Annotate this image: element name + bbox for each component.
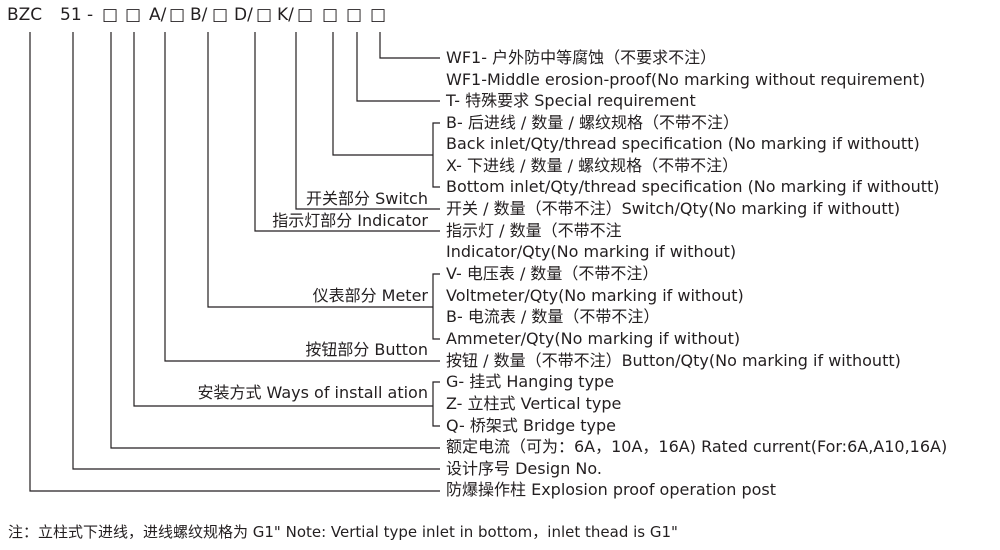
desc-vertical: Z- 立柱式 Vertical type xyxy=(446,394,622,413)
code-box-inlet: □ xyxy=(322,5,339,25)
code-box-meter: □ xyxy=(212,5,229,25)
line-explosion xyxy=(29,32,440,492)
desc-wf1-cn: WF1- 户外防中等腐蚀（不要求不注） xyxy=(446,48,717,67)
code-number: 51 xyxy=(60,5,82,25)
desc-rated-current: 额定电流（可为：6A，10A，16A) Rated current(For:6A… xyxy=(446,437,948,456)
group-label-switch: 开关部分 Switch xyxy=(306,189,428,208)
code-a-slash: A/ xyxy=(149,5,167,25)
desc-indicator-en: Indicator/Qty(No marking if without) xyxy=(446,242,737,261)
desc-bottom-inlet-en: Bottom inlet/Qty/thread specification (N… xyxy=(446,177,940,196)
line-wf1 xyxy=(379,32,440,59)
desc-bridge: Q- 桥架式 Bridge type xyxy=(446,416,616,435)
code-box-indicator: □ xyxy=(256,5,273,25)
bracket-meter xyxy=(432,273,440,340)
desc-wf1-en: WF1-Middle erosion-proof(No marking with… xyxy=(446,70,926,89)
code-b-slash: B/ xyxy=(190,5,208,25)
desc-back-inlet-en: Back inlet/Qty/thread specification (No … xyxy=(446,134,920,153)
group-label-meter: 仪表部分 Meter xyxy=(312,286,428,305)
line-t xyxy=(356,32,440,102)
code-box-current: □ xyxy=(102,5,119,25)
line-rated xyxy=(110,32,440,449)
desc-ammeter-en: Ammeter/Qty(No marking if without) xyxy=(446,329,741,348)
code-box-special: □ xyxy=(346,5,363,25)
bracket-install xyxy=(432,381,440,427)
code-box-wf1: □ xyxy=(370,5,387,25)
line-meter xyxy=(207,32,433,308)
desc-design-no: 设计序号 Design No. xyxy=(446,459,602,478)
code-box-button: □ xyxy=(169,5,186,25)
group-label-button: 按钮部分 Button xyxy=(305,340,428,359)
line-install xyxy=(133,32,433,407)
group-label-install: 安装方式 Ways of install ation xyxy=(197,383,428,402)
group-label-indicator: 指示灯部分 Indicator xyxy=(272,211,428,230)
line-indicator xyxy=(254,32,440,232)
desc-hanging: G- 挂式 Hanging type xyxy=(446,372,615,391)
line-button xyxy=(164,32,440,362)
desc-back-inlet-cn: B- 后进线 / 数量 / 螺纹规格（不带不注） xyxy=(446,113,739,132)
desc-voltmeter-en: Voltmeter/Qty(No marking if without) xyxy=(446,286,744,305)
line-design xyxy=(72,32,440,470)
line-inlet xyxy=(332,32,433,156)
desc-bottom-inlet-cn: X- 下进线 / 数量 / 螺纹规格（不带不注） xyxy=(446,156,739,175)
desc-ammeter-cn: B- 电流表 / 数量（不带不注） xyxy=(446,307,660,326)
code-k-slash: K/ xyxy=(277,5,294,25)
desc-t-special: T- 特殊要求 Special requirement xyxy=(446,91,696,110)
footnote: 注：立柱式下进线，进线螺纹规格为 G1" Note: Vertial type … xyxy=(8,523,678,541)
desc-voltmeter-cn: V- 电压表 / 数量（不带不注） xyxy=(446,264,659,283)
code-d-slash: D/ xyxy=(234,5,253,25)
desc-switch: 开关 / 数量（不带不注）Switch/Qty(No marking if wi… xyxy=(446,199,901,218)
desc-button: 按钮 / 数量（不带不注）Button/Qty(No marking if wi… xyxy=(446,351,901,370)
code-box-switch: □ xyxy=(297,5,314,25)
desc-explosion-post: 防爆操作柱 Explosion proof operation post xyxy=(446,480,776,499)
line-switch xyxy=(295,32,440,210)
code-prefix: BZC xyxy=(7,5,43,25)
desc-indicator-cn: 指示灯 / 数量（不带不注 xyxy=(446,221,622,240)
code-box-install: □ xyxy=(125,5,142,25)
code-dash: - xyxy=(87,5,94,25)
bracket-inlet xyxy=(432,122,440,188)
